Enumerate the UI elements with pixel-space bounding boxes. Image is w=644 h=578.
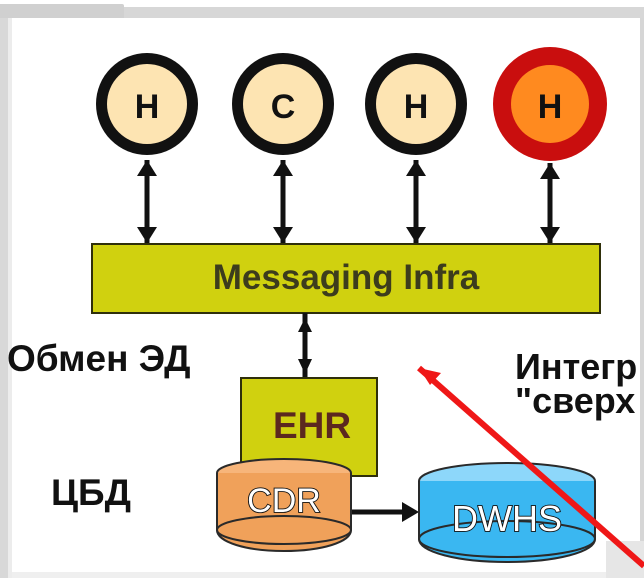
ehr-label: EHR bbox=[273, 405, 351, 446]
top-tab bbox=[0, 4, 124, 18]
node-4-fill bbox=[511, 65, 589, 143]
top-toolbar-band bbox=[0, 0, 644, 18]
node-1-fill bbox=[107, 64, 187, 144]
integration-arrow bbox=[417, 365, 644, 569]
exchange-label: Обмен ЭД bbox=[7, 338, 191, 379]
messaging-infra-label: Messaging Infra bbox=[213, 258, 480, 297]
node-connectors bbox=[137, 160, 560, 243]
integration-label-line-2: "сверх bbox=[515, 380, 636, 421]
bottom-window-edge bbox=[12, 572, 644, 578]
node-1-label: H bbox=[135, 88, 160, 126]
node-1: H bbox=[96, 53, 198, 155]
messaging-infra-box: Messaging Infra bbox=[91, 243, 601, 314]
cdr-label: CDR bbox=[247, 482, 321, 520]
node-3: H bbox=[365, 53, 467, 155]
node-4-label: H bbox=[538, 88, 563, 126]
integration-label: Интегр "сверх bbox=[515, 346, 644, 421]
node-2-fill bbox=[243, 64, 323, 144]
right-window-edge bbox=[640, 18, 644, 578]
left-window-rail bbox=[0, 18, 12, 578]
dwhs-database: DWHS bbox=[418, 462, 596, 564]
center-connector bbox=[298, 313, 312, 378]
node-2: C bbox=[232, 53, 334, 155]
cdr-database: CDR bbox=[216, 458, 352, 553]
node-4: H bbox=[493, 47, 607, 161]
node-2-label: C bbox=[271, 88, 296, 126]
dwhs-label: DWHS bbox=[452, 498, 562, 539]
node-3-label: H bbox=[404, 88, 429, 126]
cdr-to-dwhs-arrow bbox=[352, 502, 419, 522]
node-3-fill bbox=[376, 64, 456, 144]
integration-label-line-1: Интегр bbox=[515, 346, 638, 387]
cbd-label: ЦБД bbox=[51, 472, 131, 513]
